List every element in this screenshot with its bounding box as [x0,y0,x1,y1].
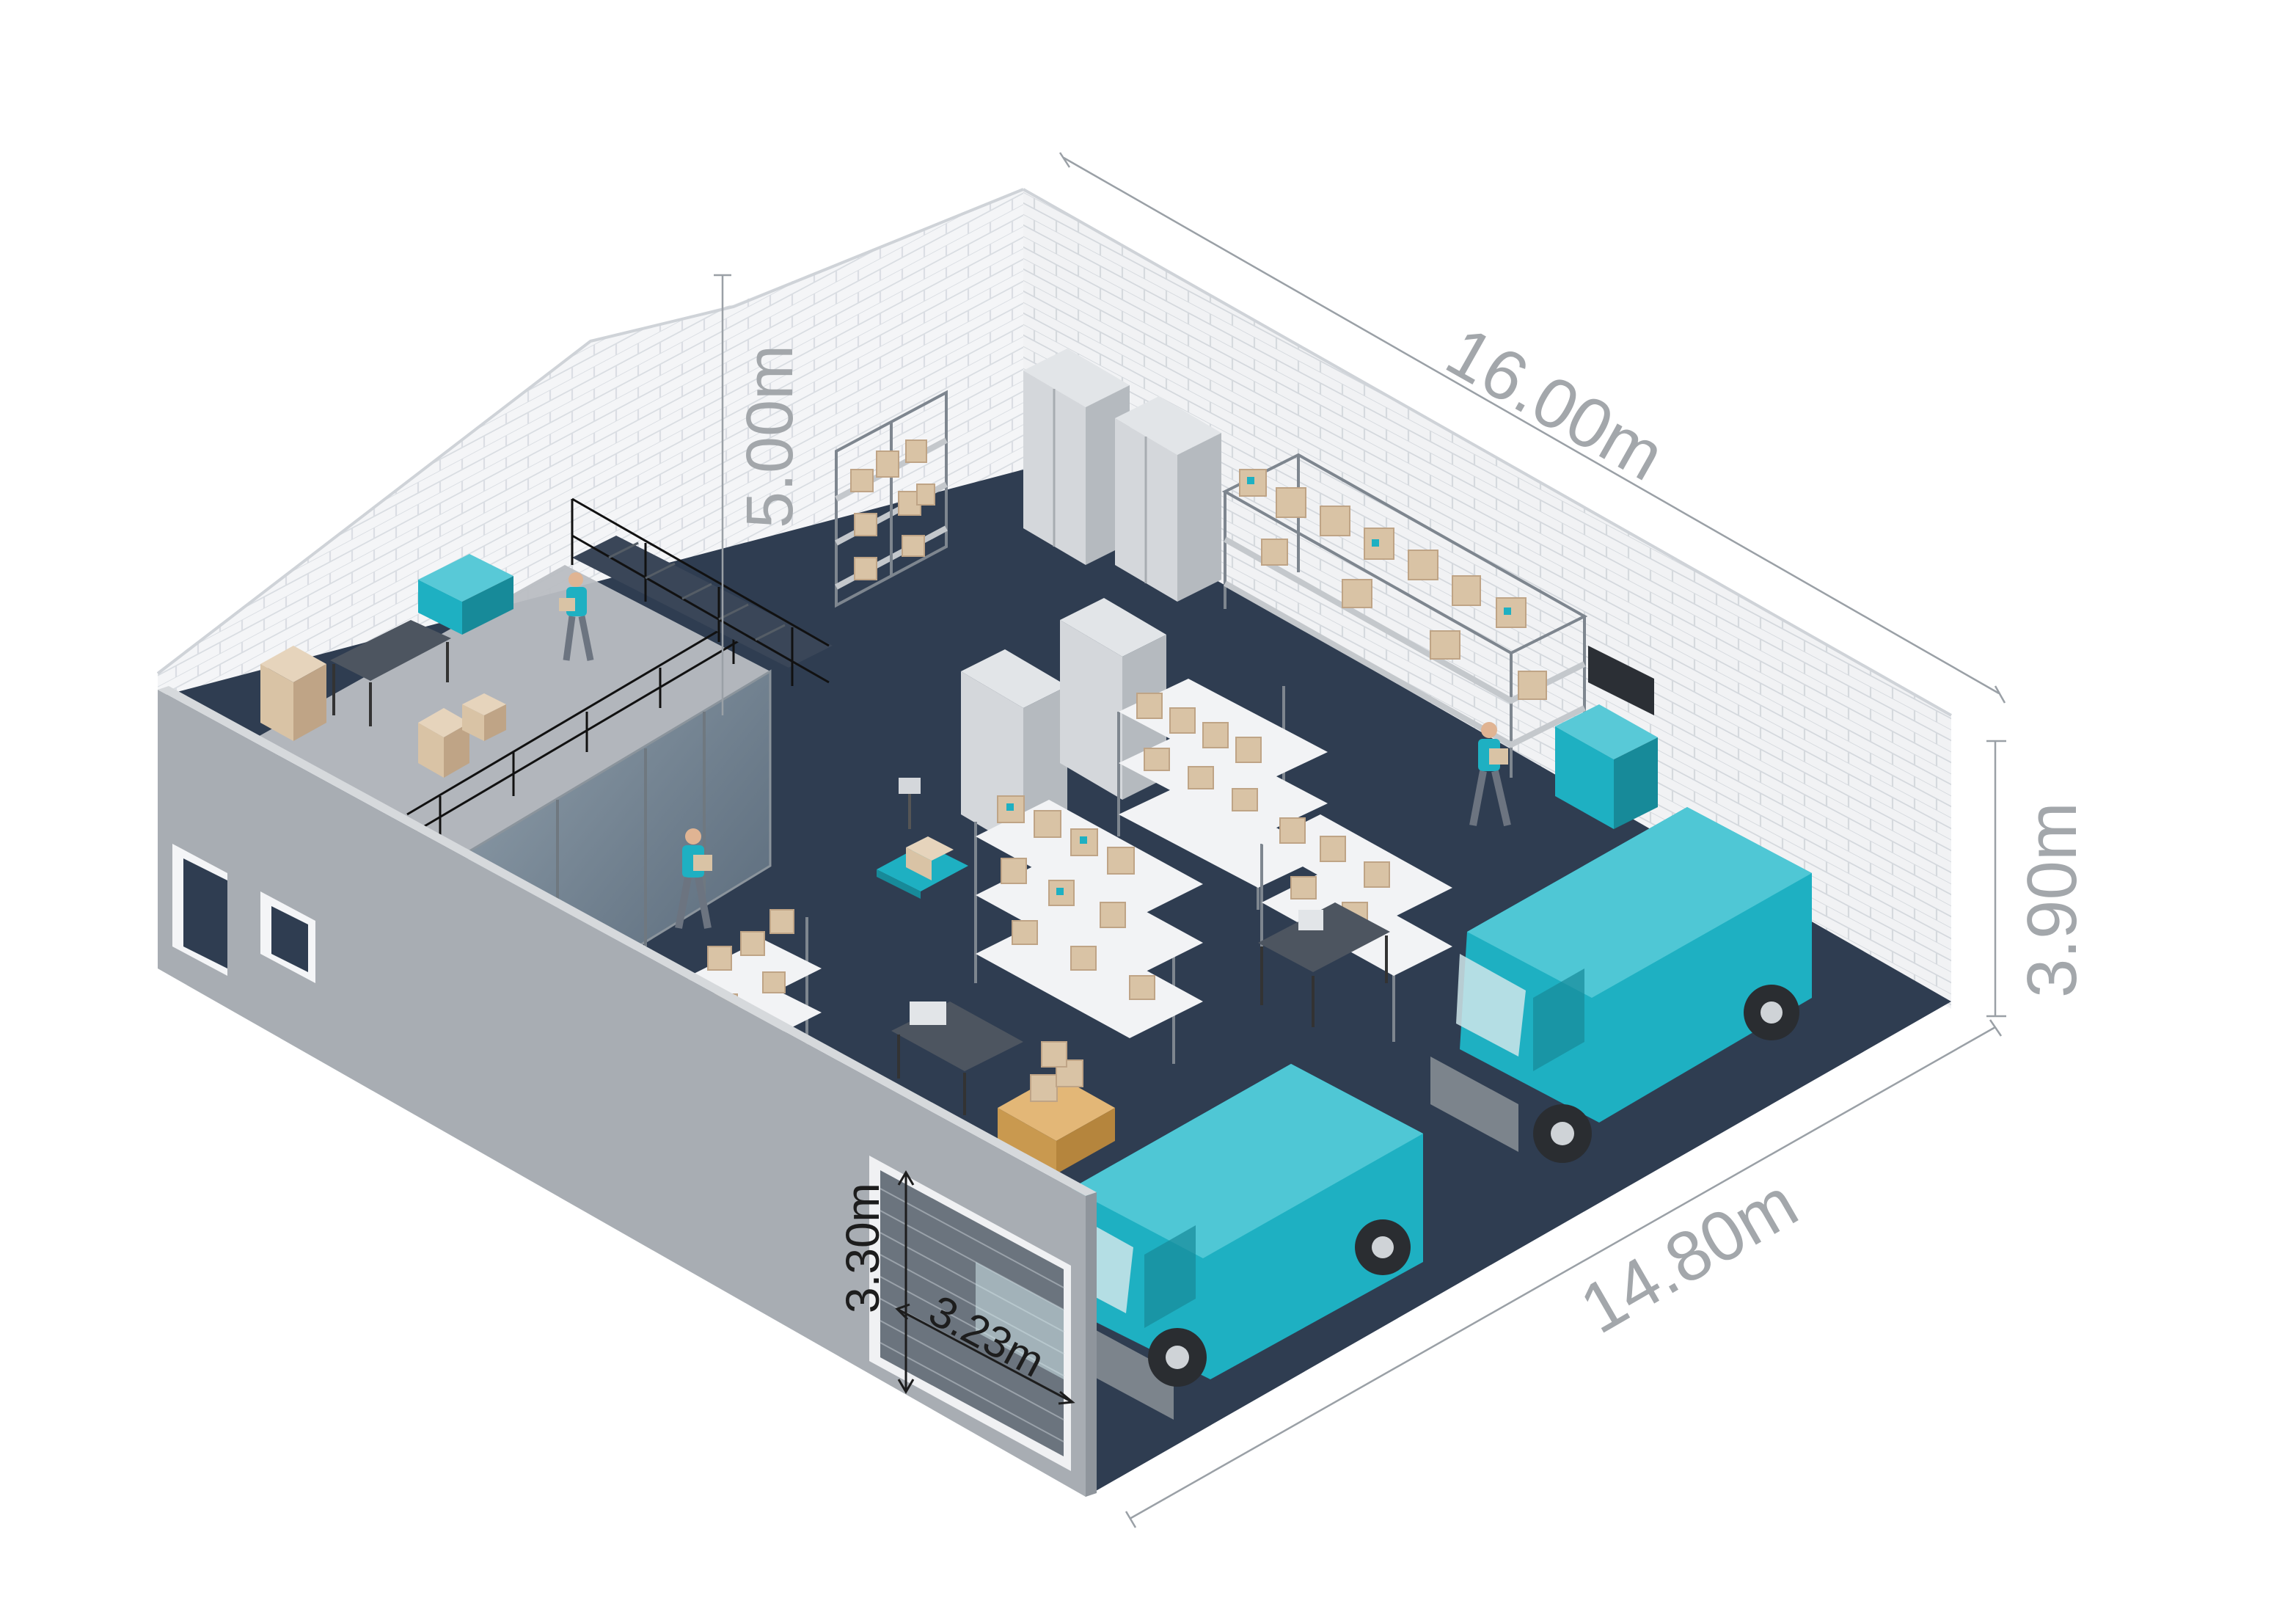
front-right-wall-edge [1086,1192,1097,1497]
front-left-wall [158,686,1097,1497]
dim-door-height-label: 3.30m [836,1183,889,1313]
shelves-right-back [1221,453,1588,778]
door-dimension-lines [895,1170,1075,1405]
van-front [1064,1064,1423,1420]
back-right-wall [1023,188,1952,1009]
table-center [1258,902,1390,1027]
worker-floor-right [1469,722,1511,827]
worker-floor-left [675,828,712,929]
cabinets-back [1023,349,1221,602]
tv-screen [1588,646,1654,715]
shelf-back-left [835,390,948,608]
shelves-center [974,679,1452,1064]
worker-mezzanine [559,572,594,661]
floor-scale [877,778,968,899]
roller-door [869,1156,1071,1471]
dimension-lines [714,152,2006,1528]
dim-wall-height-label: 3.90m [2013,802,2091,998]
mezzanine [257,497,833,1051]
dim-ridge-height-label: 5.00m [734,345,807,528]
table-front [891,1002,1023,1115]
van-back [1430,807,1812,1163]
pallet-stack [998,1041,1115,1174]
teal-cabinet-right [1555,704,1658,829]
